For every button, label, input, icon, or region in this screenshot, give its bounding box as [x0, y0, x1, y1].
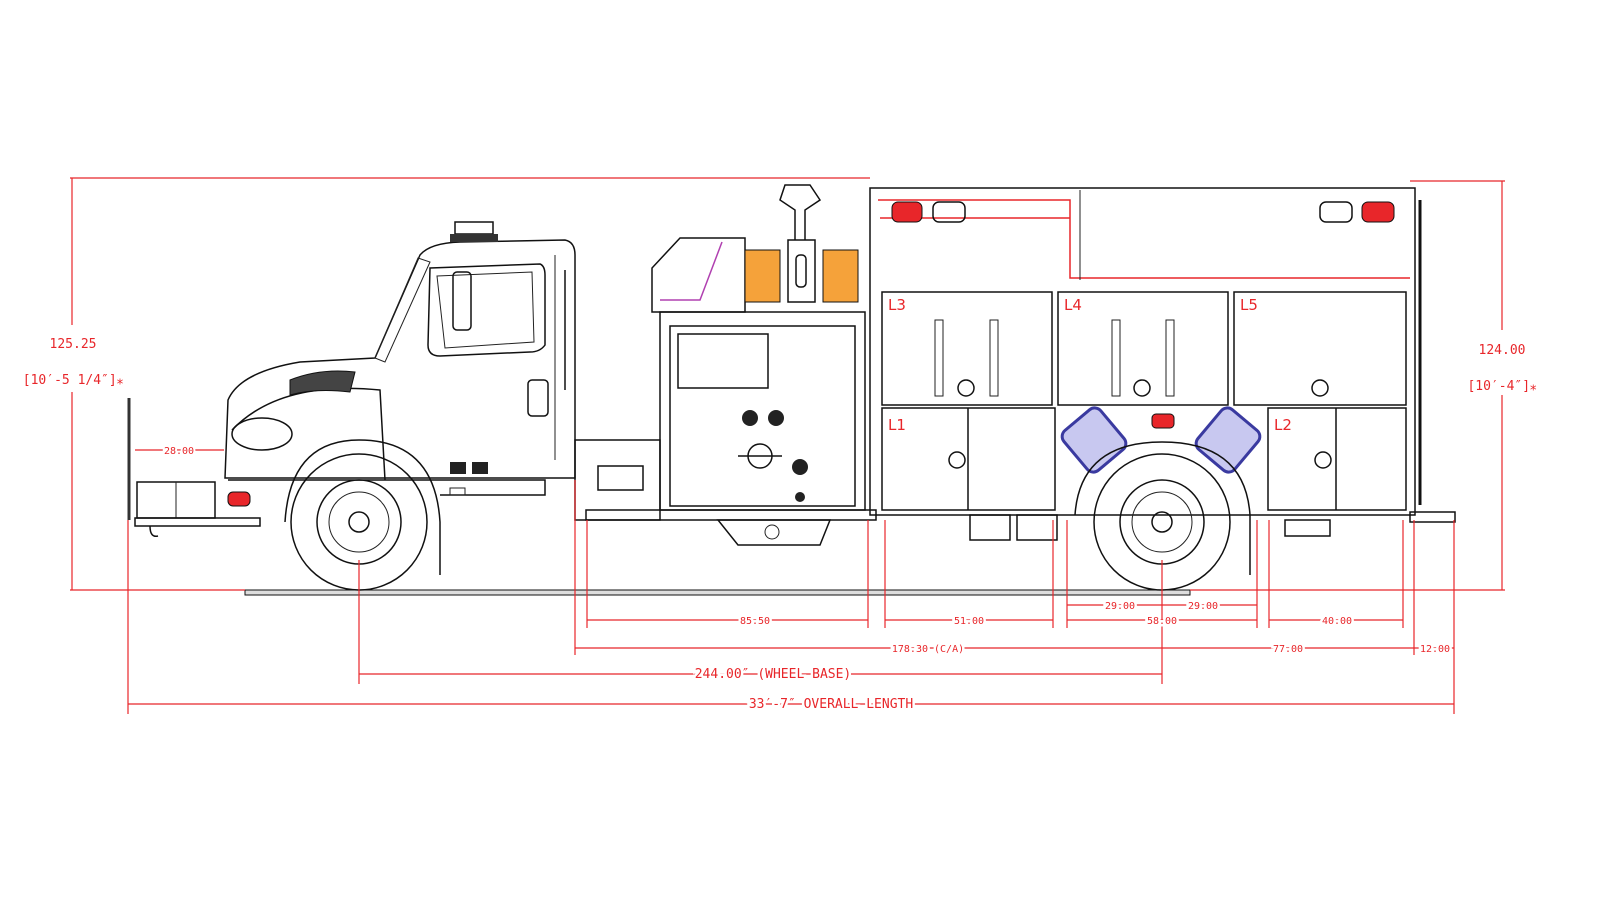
- hose-bed: [744, 249, 781, 303]
- front-bumper: [127, 398, 261, 538]
- pump-house: [651, 184, 866, 511]
- pump-house-dim: 85.50: [740, 616, 770, 627]
- wheel-base-dim: 244.00″ (WHEEL BASE): [695, 667, 852, 682]
- hose-bed: [822, 249, 859, 303]
- front-wheel: [284, 439, 441, 591]
- apparatus-body: L3 L4 L5 L1 L2: [869, 187, 1456, 541]
- ladder: [660, 241, 723, 301]
- truck: L3 L4 L5 L1 L2: [127, 184, 1456, 596]
- rear-overhang-dim: 77.00: [1273, 644, 1303, 655]
- overall-length-dim: 33′-7″ OVERALL LENGTH: [749, 697, 913, 712]
- compartment-label-l3: L3: [888, 296, 906, 314]
- compartment-label-l4: L4: [1064, 296, 1082, 314]
- compartment-label-l5: L5: [1240, 296, 1258, 314]
- compartment-label-l2: L2: [1274, 416, 1292, 434]
- marker-light: [227, 491, 251, 507]
- height-left-feet: [10′-5 1/4″]⁎: [23, 373, 124, 388]
- height-right-value: 124.00: [1479, 343, 1526, 358]
- axle-front-half-dim: 29.00: [1105, 601, 1135, 612]
- wheel-well-dim: 58.00: [1147, 616, 1177, 627]
- l2-width-dim: 40.00: [1322, 616, 1352, 627]
- compartment-label-l1: L1: [888, 416, 906, 434]
- height-right-feet: [10′-4″]⁎: [1467, 379, 1537, 394]
- cab-to-axle-dim: 178.30 (C/A): [892, 644, 964, 655]
- height-left-value: 125.25: [50, 337, 97, 352]
- cab: [224, 221, 576, 496]
- bumper-extension-dim: 28.00: [164, 446, 194, 457]
- ground-line: [244, 589, 1191, 596]
- dimensions: 125.25 [10′-5 1/4″]⁎ 124.00 [10′-4″]⁎ 28…: [23, 177, 1537, 715]
- axle-rear-half-dim: 29.00: [1188, 601, 1218, 612]
- l1-width-dim: 51.00: [954, 616, 984, 627]
- tailboard-dim: 12.00: [1420, 644, 1450, 655]
- deck-gun: [779, 184, 822, 240]
